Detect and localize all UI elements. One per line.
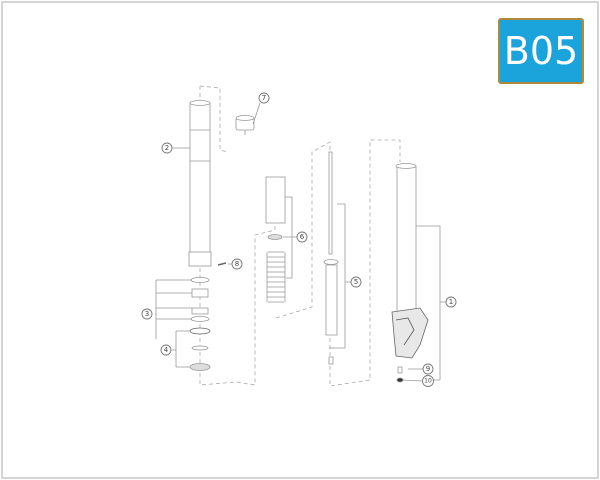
assembly-line: [275, 139, 401, 387]
svg-text:6: 6: [300, 233, 305, 241]
callout-6: 6: [296, 231, 308, 243]
svg-text:7: 7: [262, 94, 266, 102]
assembly-line: [199, 85, 276, 386]
svg-text:3: 3: [145, 310, 149, 318]
svg-text:2: 2: [165, 144, 169, 152]
svg-text:4: 4: [164, 346, 169, 354]
part-spring-assembly: [265, 176, 286, 303]
part-rings: [189, 277, 211, 371]
callout-7: 7: [258, 92, 270, 104]
section-badge: B05: [498, 18, 584, 84]
callout-9: 9: [422, 363, 434, 375]
part-lower-leg: [391, 163, 429, 383]
part-pin: [217, 262, 227, 266]
part-cap: [235, 115, 255, 135]
svg-text:9: 9: [426, 365, 430, 373]
part-outer-tube: [188, 100, 212, 267]
svg-text:1: 1: [449, 298, 453, 306]
svg-text:10: 10: [424, 378, 432, 385]
callout-1: 1: [445, 296, 457, 308]
svg-text:8: 8: [235, 260, 239, 268]
callout-2: 2: [161, 142, 173, 154]
callout-5: 5: [350, 276, 362, 288]
callout-8: 8: [231, 258, 243, 270]
callout-10: 10: [422, 375, 434, 387]
leader-lines: [155, 102, 446, 382]
callout-3: 3: [141, 308, 153, 320]
part-damper-cartridge: [323, 151, 339, 365]
svg-text:5: 5: [354, 278, 358, 286]
callout-4: 4: [160, 344, 172, 356]
